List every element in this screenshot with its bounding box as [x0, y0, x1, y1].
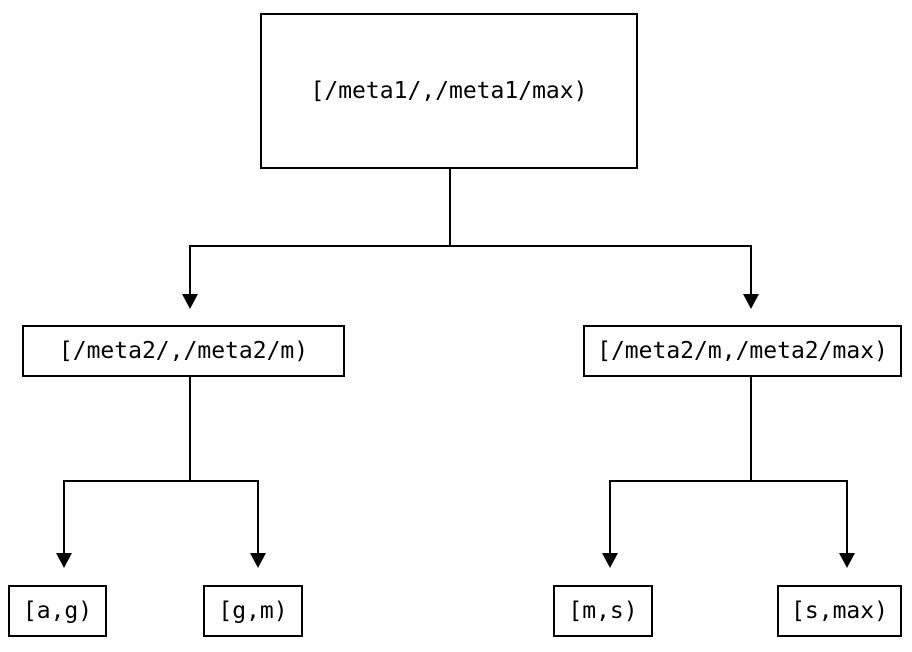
node-leaf-ag: [a,g): [8, 585, 107, 637]
node-leaf-gm: [g,m): [203, 585, 303, 637]
edge-root-right: [743, 245, 759, 309]
edge-right-leaf-ms: [602, 480, 618, 568]
edge-root-left: [182, 245, 198, 309]
node-meta2-left-label: [/meta2/,/meta2/m): [58, 337, 309, 364]
arrow-down-icon: [56, 553, 72, 568]
node-leaf-ms-label: [m,s): [568, 597, 638, 624]
edge-right-leaf-smax: [839, 480, 855, 568]
edge-left-branch: [63, 377, 259, 482]
node-root: [/meta1/,/meta1/max): [260, 13, 638, 169]
node-leaf-ag-label: [a,g): [22, 597, 93, 624]
arrow-down-icon: [839, 553, 855, 568]
arrow-down-icon: [182, 294, 198, 309]
node-leaf-ms: [m,s): [553, 585, 653, 637]
node-leaf-smax: [s,max): [777, 585, 902, 637]
arrow-down-icon: [602, 553, 618, 568]
node-leaf-gm-label: [g,m): [218, 597, 288, 624]
edge-left-leaf-ag: [56, 480, 72, 568]
node-leaf-smax-label: [s,max): [791, 597, 888, 624]
edge-right-branch: [609, 377, 848, 482]
arrow-down-icon: [250, 553, 266, 568]
arrow-down-icon: [743, 294, 759, 309]
node-meta2-right: [/meta2/m,/meta2/max): [583, 325, 902, 377]
edge-left-leaf-gm: [250, 480, 266, 568]
node-meta2-right-label: [/meta2/m,/meta2/max): [597, 337, 888, 364]
node-meta2-left: [/meta2/,/meta2/m): [22, 325, 345, 377]
edge-root-branch: [189, 169, 752, 247]
node-root-label: [/meta1/,/meta1/max): [310, 77, 588, 104]
